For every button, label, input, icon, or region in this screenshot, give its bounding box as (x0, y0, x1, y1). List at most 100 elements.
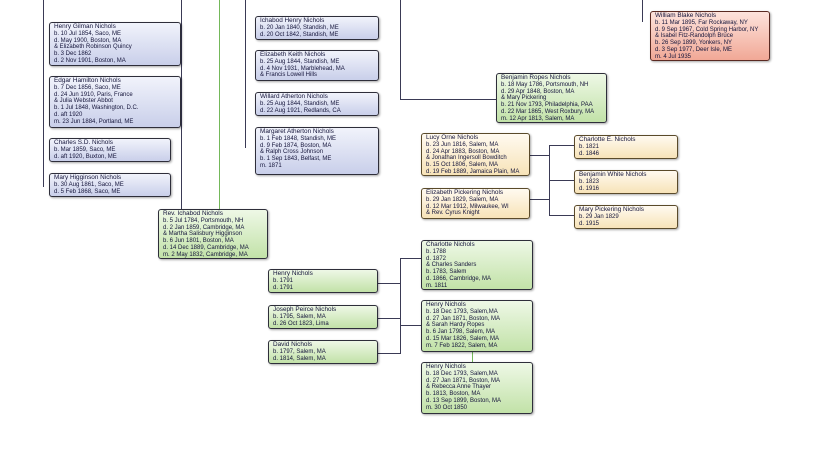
person-detail: & Elizabeth Robinson Quincy (54, 44, 132, 51)
person-name: Lucy Orne Nichols (426, 134, 479, 141)
person-detail: b. 6 Jan 1798, Salem, MA (426, 329, 496, 336)
person-detail: d. 13 Sep 1899, Boston, MA (426, 397, 502, 404)
person-detail: d. 9 Feb 1874, Boston, MA (260, 142, 332, 149)
person-card[interactable]: Henry Nichols b. 18 Dec 1793, Salem,MA d… (421, 300, 533, 352)
connector-line (530, 199, 550, 200)
person-name: Benjamin Ropes Nichols (501, 74, 571, 81)
person-detail: m. 7 Feb 1822, Salem, MA (426, 342, 498, 349)
person-detail: b. 1 Jul 1848, Washington, D.C. (54, 105, 139, 112)
connector-line (400, 258, 401, 354)
person-detail: d. 14 Dec 1889, Cambridge, MA (163, 244, 249, 251)
person-name: Willard Atherton Nichols (260, 93, 328, 100)
person-detail: & Ralph Cross Johnson (260, 149, 324, 156)
connector-line (43, 0, 44, 187)
person-detail: & Francis Lowell Hills (260, 72, 318, 79)
person-card[interactable]: Henry Nichols b. 18 Dec 1793, Salem,MA d… (421, 362, 533, 414)
person-card[interactable]: Rev. Ichabod Nichols b. 5 Jul 1784, Port… (158, 209, 268, 259)
person-detail: b. 18 Dec 1793, Salem,MA (426, 370, 498, 377)
person-detail: d. 26 Oct 1823, Lima (273, 320, 329, 327)
person-card[interactable]: Ichabod Henry Nichols b. 20 Jan 1840, St… (255, 16, 379, 40)
connector-line (219, 0, 220, 210)
person-detail: d. 29 Apr 1848, Boston, MA (501, 88, 575, 95)
person-card[interactable]: Elizabeth Keith Nichols b. 25 Aug 1844, … (255, 50, 379, 81)
person-detail: d. 1866, Cambridge, MA (426, 275, 492, 282)
person-card[interactable]: Charlotte Nichols b. 1788 d. 1872 & Char… (421, 240, 533, 290)
person-card[interactable]: Mary Higginson Nichols b. 30 Aug 1861, S… (49, 173, 171, 197)
person-name: Margaret Atherton Nichols (260, 128, 334, 135)
person-name: Ichabod Henry Nichols (260, 17, 325, 24)
person-detail: b. 3 Dec 1862 (54, 51, 92, 58)
person-detail: b. 18 May 1786, Portsmouth, NH (501, 81, 589, 88)
person-detail: m. 1871 (260, 162, 282, 169)
connector-line (400, 325, 421, 326)
person-card[interactable]: Henry Gilman Nichols b. 10 Jul 1854, Sac… (49, 22, 181, 66)
person-detail: b. 7 Dec 1856, Saco, ME (54, 84, 121, 91)
person-card[interactable]: Willard Atherton Nichols b. 25 Aug 1844,… (255, 92, 379, 116)
person-card[interactable]: Margaret Atherton Nichols b. 1 Feb 1848,… (255, 127, 379, 175)
person-detail: m. 23 Jun 1884, Portland, ME (54, 118, 134, 125)
person-detail: b. 18 Dec 1793, Salem,MA (426, 308, 498, 315)
person-detail: m. 12 Apr 1813, Salem, MA (501, 115, 575, 122)
person-detail: b. 1791 (273, 277, 294, 284)
person-detail: d. aft 1920, Buxton, ME (54, 153, 117, 160)
person-detail: d. 1916 (579, 185, 600, 192)
connector-line (642, 0, 643, 22)
person-detail: m. 2 May 1832, Cambridge, MA (163, 251, 248, 258)
person-card[interactable]: William Blake Nichols b. 11 Mar 1895, Fa… (650, 11, 770, 61)
person-detail: & Charles Sanders (426, 262, 477, 269)
person-card[interactable]: Mary Pickering Nichols b. 29 Jan 1829 d.… (574, 205, 678, 229)
connector-line (549, 215, 574, 216)
person-name: Henry Nichols (426, 301, 466, 308)
person-detail: b. 1795, Salem, MA (273, 313, 326, 320)
connector-line (472, 352, 473, 362)
connector-line (378, 353, 400, 354)
person-name: Henry Nichols (273, 270, 313, 277)
person-name: David Nichols (273, 341, 313, 348)
connector-line (549, 145, 574, 146)
person-name: Joseph Peirce Nichols (273, 306, 337, 313)
person-card[interactable]: Lucy Orne Nichols b. 23 Jun 1816, Salem,… (421, 133, 530, 176)
person-detail: d. 19 Feb 1889, Jamaica Plain, MA (426, 168, 520, 175)
person-detail: & Mary Pickering (501, 95, 547, 102)
person-name: Henry Gilman Nichols (54, 23, 116, 30)
person-name: Charles S.D. Nichols (54, 139, 113, 146)
person-detail: d. 24 Jun 1910, Paris, France (54, 91, 133, 98)
person-name: Henry Nichols (426, 363, 466, 370)
person-card[interactable]: Henry Nichols b. 1791 d. 1791 (268, 269, 378, 293)
person-detail: d. 1791 (273, 284, 294, 291)
person-detail: b. 10 Jul 1854, Saco, ME (54, 30, 122, 37)
person-name: Charlotte Nichols (426, 241, 475, 248)
connector-line (400, 0, 401, 99)
person-detail: m. 1811 (426, 282, 448, 289)
person-detail: b. 11 Mar 1895, Far Rockaway, NY (655, 19, 748, 26)
connector-line (245, 0, 246, 148)
person-detail: m. 30 Oct 1850 (426, 404, 468, 411)
person-detail: & Rev. Cyrus Knight (426, 210, 480, 217)
person-card[interactable]: Charles S.D. Nichols b. Mar 1859, Saco, … (49, 138, 171, 162)
person-detail: & Jonathan Ingersoll Bowditch (426, 155, 507, 162)
person-detail: d. 24 Apr 1883, Boston, MA (426, 148, 500, 155)
person-detail: d. aft 1920 (54, 111, 83, 118)
connector-line (181, 0, 182, 210)
person-card[interactable]: David Nichols b. 1797, Salem, MA d. 1814… (268, 340, 378, 364)
person-detail: d. 22 Aug 1921, Redlands, CA (260, 107, 341, 114)
person-detail: d. 3 Sep 1977, Deer Isle, ME (655, 46, 733, 53)
person-detail: b. 29 Jan 1829 (579, 213, 619, 220)
person-detail: d. 1915 (579, 220, 600, 227)
person-detail: b. 1783, Salem (426, 269, 467, 276)
person-card[interactable]: Edgar Hamilton Nichols b. 7 Dec 1856, Sa… (49, 76, 181, 128)
person-card[interactable]: Benjamin White Nichols b. 1823 d. 1916 (574, 170, 678, 194)
connector-line (549, 180, 574, 181)
person-card[interactable]: Charlotte E. Nichols b. 1821 d. 1846 (574, 135, 678, 159)
person-card[interactable]: Joseph Peirce Nichols b. 1795, Salem, MA… (268, 305, 378, 329)
person-name: Rev. Ichabod Nichols (163, 210, 223, 217)
person-detail: b. 1797, Salem, MA (273, 348, 326, 355)
person-detail: b. 1821 (579, 143, 600, 150)
person-name: Mary Higginson Nichols (54, 174, 122, 181)
person-card[interactable]: Elizabeth Pickering Nichols b. 29 Jan 18… (421, 188, 530, 219)
person-detail: b. 25 Aug 1844, Standish, ME (260, 58, 340, 65)
person-detail: b. Mar 1859, Saco, ME (54, 146, 116, 153)
person-card[interactable]: Benjamin Ropes Nichols b. 18 May 1786, P… (496, 73, 607, 123)
connector-line (378, 283, 400, 284)
